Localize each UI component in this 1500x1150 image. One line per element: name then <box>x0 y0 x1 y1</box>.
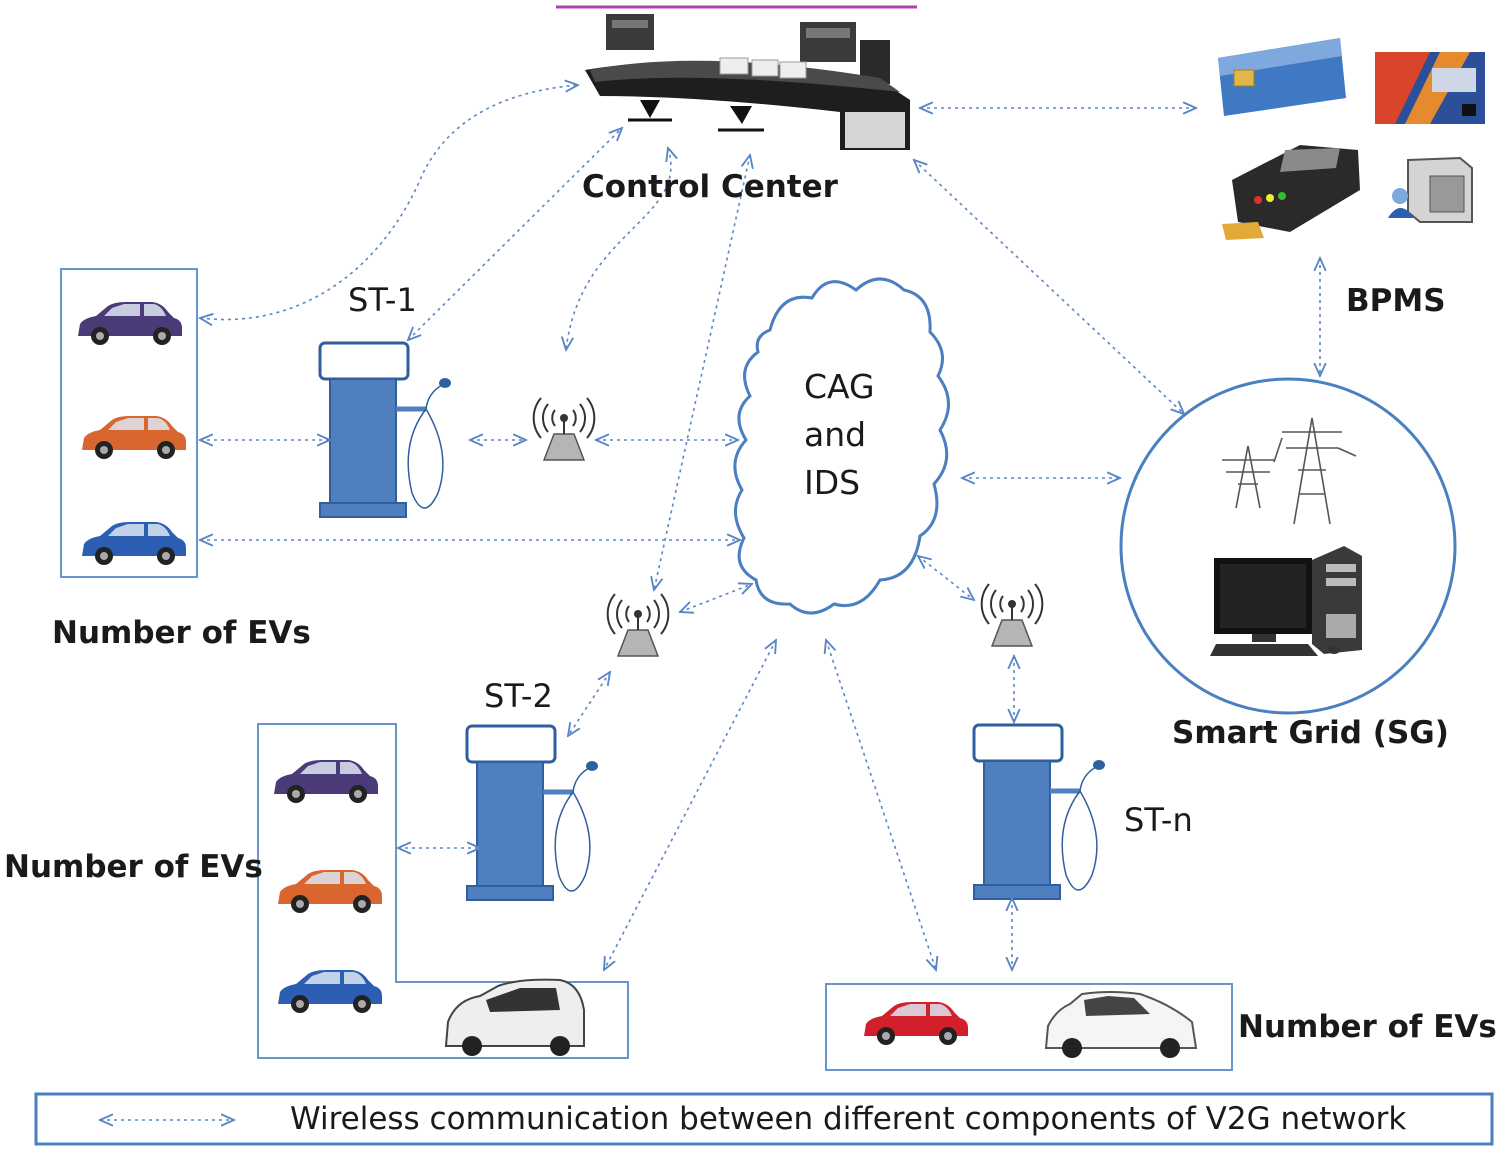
wireless-antenna-icon <box>606 593 670 657</box>
bpms-label: BPMS <box>1346 283 1446 319</box>
station-label-st2: ST-2 <box>484 677 553 715</box>
smart-grid-circle <box>1119 377 1457 715</box>
car-icon <box>78 302 182 345</box>
wireless-links <box>200 85 1320 970</box>
car-icon <box>82 416 186 459</box>
legend-box <box>34 1092 1494 1146</box>
cloud-label-line2: and <box>804 415 867 454</box>
car-icon <box>1044 991 1198 1058</box>
card-reader-icon <box>1222 145 1360 240</box>
ev-group-3-box <box>825 983 1233 1071</box>
legend-text: Wireless communication between different… <box>290 1101 1407 1137</box>
charging-station-icon <box>467 726 598 900</box>
ev-count-label-2: Number of EVs <box>4 849 263 885</box>
control-center-label: Control Center <box>582 169 838 205</box>
desktop-computer-icon <box>1210 546 1362 656</box>
station-label-stn: ST-n <box>1124 801 1193 839</box>
cloud-label-line3: IDS <box>804 463 861 502</box>
charging-station-icon <box>974 725 1105 899</box>
ev-group-1-box <box>60 268 198 578</box>
car-icon <box>82 522 186 565</box>
wireless-antenna-icon <box>532 397 596 461</box>
cloud-label-line1: CAG <box>804 367 875 406</box>
transmission-tower-icon <box>1222 417 1357 525</box>
car-icon <box>274 760 378 803</box>
car-icon <box>444 978 585 1056</box>
smart-grid-label: Smart Grid (SG) <box>1172 715 1449 751</box>
car-icon <box>278 970 382 1013</box>
station-label-st1: ST-1 <box>348 281 417 319</box>
ev-count-label-3: Number of EVs <box>1238 1009 1497 1045</box>
server-icon <box>1388 156 1473 223</box>
ev-count-label-1: Number of EVs <box>52 615 311 651</box>
smart-card-icon <box>1218 38 1346 116</box>
ev-group-2-box <box>257 723 629 1059</box>
charging-station-icon <box>320 343 451 517</box>
car-icon <box>278 870 382 913</box>
control-desk-icon <box>585 14 910 150</box>
car-icon <box>864 1002 968 1045</box>
wireless-antenna-icon <box>980 583 1044 647</box>
credit-card-icon <box>1375 52 1485 124</box>
